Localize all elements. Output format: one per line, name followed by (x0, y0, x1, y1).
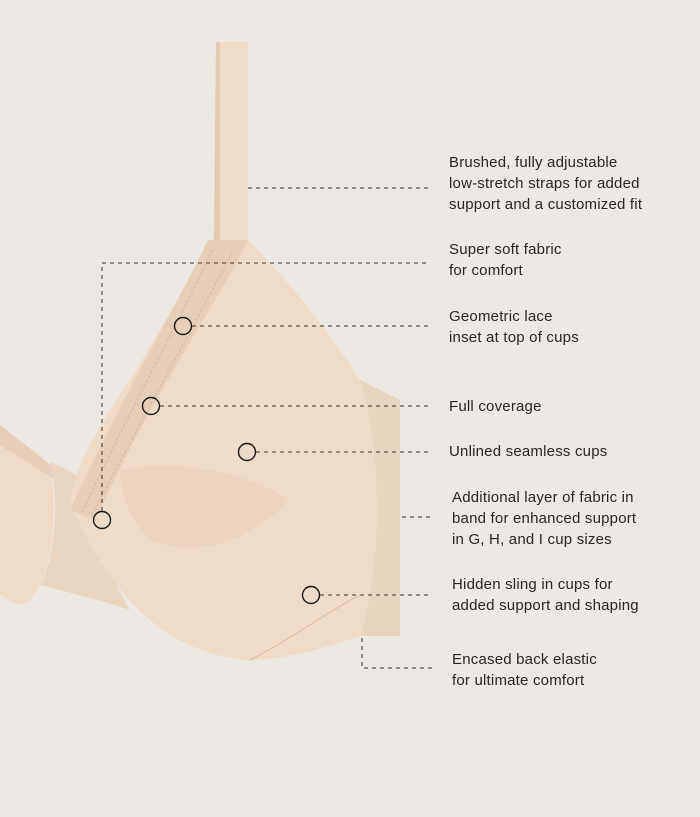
feature-elastic: Encased back elastic for ultimate comfor… (452, 649, 597, 691)
feature-lace: Geometric lace inset at top of cups (449, 306, 579, 348)
feature-elastic-line-2: for ultimate comfort (452, 672, 585, 689)
marker-cups (237, 442, 257, 462)
feature-straps-line-1: Brushed, fully adjustable (449, 154, 618, 171)
lace-band (70, 240, 248, 520)
shoulder-strap (214, 42, 248, 240)
main-cup (70, 240, 400, 660)
lace-pattern-inner (91, 251, 233, 516)
leader-fabric (101, 262, 430, 511)
feature-sling-line-1: Hidden sling in cups for (452, 576, 613, 593)
feature-cups: Unlined seamless cups (449, 441, 607, 462)
feature-elastic-line-1: Encased back elastic (452, 651, 597, 668)
feature-band-line-3: in G, H, and I cup sizes (452, 531, 612, 548)
feature-fabric: Super soft fabric for comfort (449, 239, 562, 281)
feature-cups-line-1: Unlined seamless cups (449, 443, 608, 460)
marker-sling (301, 585, 321, 605)
marker-coverage (141, 396, 161, 416)
feature-straps: Brushed, fully adjustable low-stretch st… (449, 152, 642, 215)
strap-edge (214, 42, 220, 240)
feature-band-line-2: band for enhanced support (452, 510, 637, 527)
sling-seam (249, 594, 361, 661)
cup-shadow (120, 466, 290, 548)
side-band (360, 380, 400, 636)
left-lace (0, 425, 58, 480)
leader-lines (101, 187, 432, 669)
feature-fabric-line-2: for comfort (449, 262, 523, 279)
feature-lace-line-1: Geometric lace (449, 308, 553, 325)
feature-coverage-line-1: Full coverage (449, 398, 542, 415)
feature-fabric-line-1: Super soft fabric (449, 241, 562, 258)
feature-sling-line-2: added support and shaping (452, 597, 639, 614)
feature-band: Additional layer of fabric in band for e… (452, 487, 636, 550)
feature-coverage: Full coverage (449, 396, 542, 417)
feature-sling: Hidden sling in cups for added support a… (452, 574, 639, 616)
marker-fabric (92, 510, 112, 530)
feature-straps-line-3: support and a customized fit (449, 196, 643, 213)
lace-pattern (81, 249, 213, 513)
feature-lace-line-2: inset at top of cups (449, 329, 579, 346)
marker-lace (173, 316, 193, 336)
feature-straps-line-2: low-stretch straps for added (449, 175, 640, 192)
center-gore (40, 462, 130, 610)
leader-elastic (361, 638, 432, 669)
feature-band-line-1: Additional layer of fabric in (452, 489, 634, 506)
